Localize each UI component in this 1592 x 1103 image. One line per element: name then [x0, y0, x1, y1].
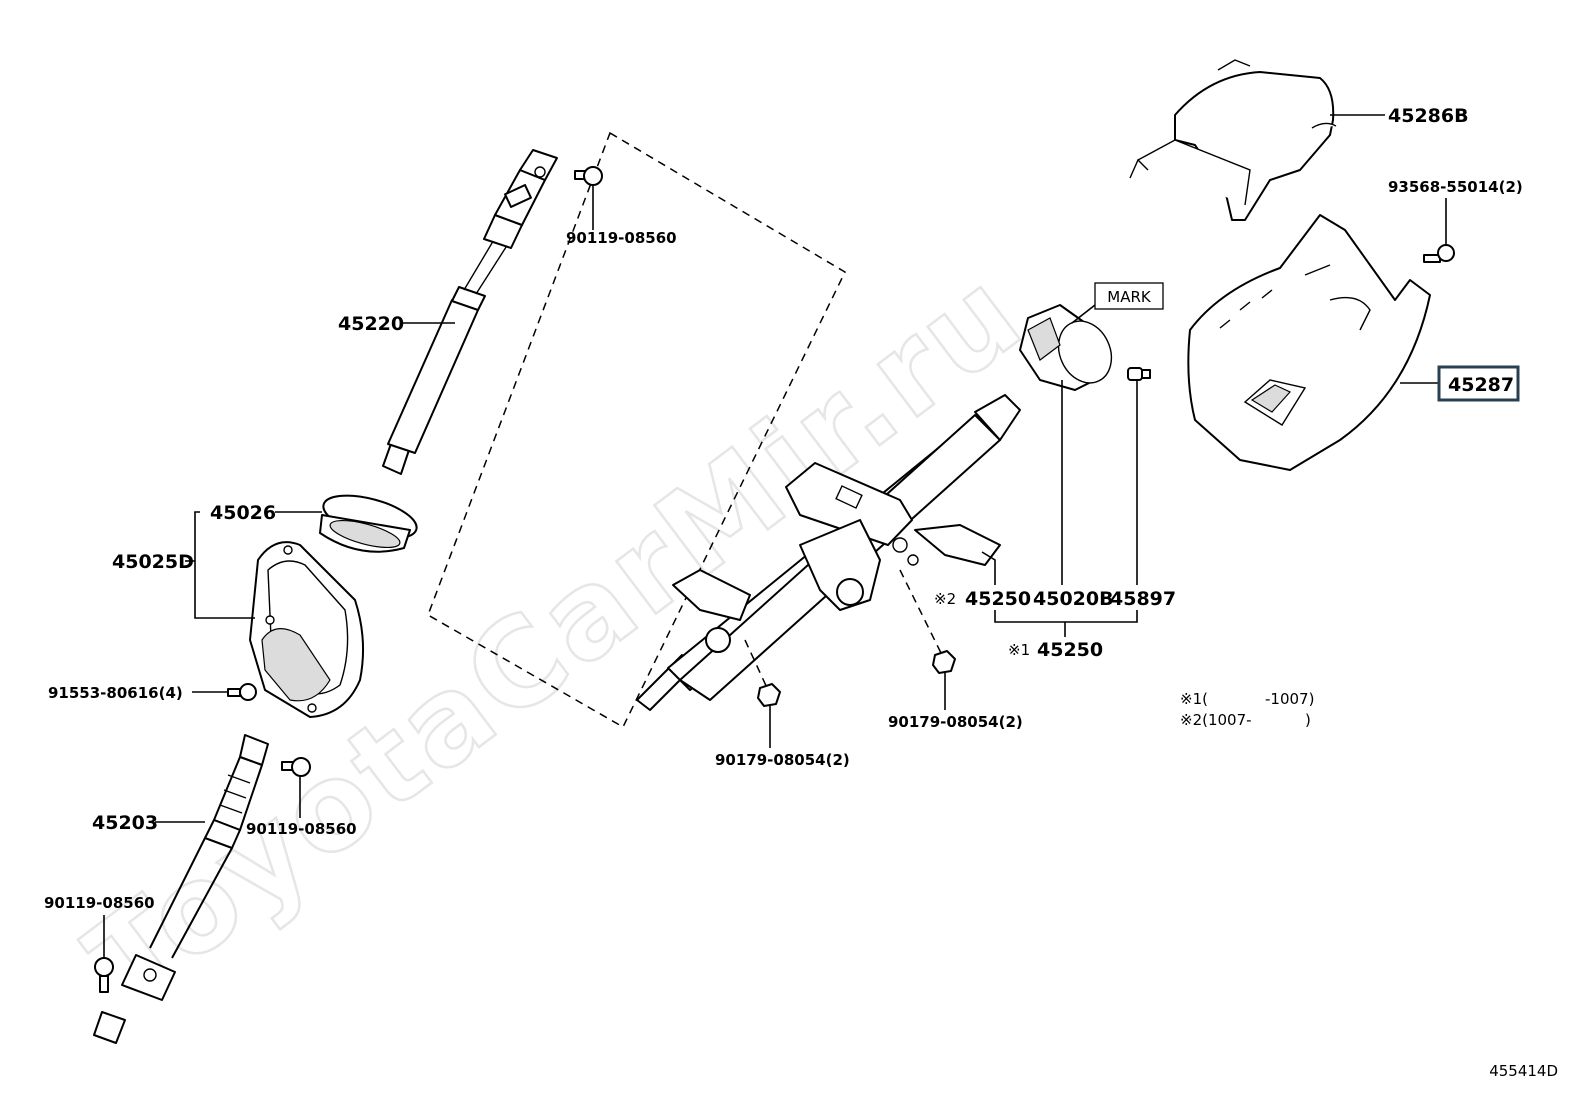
- label-45897[interactable]: 45897: [1110, 588, 1176, 610]
- leader-45250-a: [981, 551, 996, 585]
- marker-2: ※2: [934, 590, 956, 608]
- mark-tag: MARK: [1071, 282, 1164, 324]
- bolt-90119-bottom[interactable]: [94, 957, 114, 993]
- selected-part-highlight: [1437, 365, 1520, 402]
- note-1-value: -1007): [1265, 690, 1314, 708]
- note-1-mark: ※1(: [1180, 690, 1208, 708]
- nut-right-guide: [899, 569, 943, 656]
- label-90119-mid[interactable]: 90119-08560: [246, 820, 357, 838]
- label-90179-left[interactable]: 90179-08054(2): [715, 751, 850, 769]
- label-90119-top[interactable]: 90119-08560: [566, 229, 677, 247]
- nut-left-guide: [744, 639, 769, 691]
- nut-90179-right[interactable]: [932, 650, 956, 674]
- column-cover-lower[interactable]: [1187, 214, 1431, 471]
- label-45220[interactable]: 45220: [338, 313, 404, 335]
- bolt-91553[interactable]: [227, 683, 257, 701]
- label-45286B[interactable]: 45286B: [1388, 105, 1469, 127]
- assembly-boundary: [427, 131, 846, 729]
- column-cover-upper[interactable]: [1129, 59, 1337, 221]
- marker-1: ※1: [1008, 641, 1030, 659]
- label-90179-right[interactable]: 90179-08054(2): [888, 713, 1023, 731]
- column-hole-cover-assy[interactable]: [249, 541, 365, 718]
- note-2-mark: ※2(1007-: [1180, 711, 1252, 729]
- bolt-90119-top[interactable]: [574, 166, 603, 186]
- screw-93568[interactable]: [1423, 244, 1455, 263]
- label-90119-bot[interactable]: 90119-08560: [44, 894, 155, 912]
- watermark: ToyotaCarMir.ru: [64, 243, 1049, 1033]
- label-45025D[interactable]: 45025D: [112, 551, 194, 573]
- label-45203[interactable]: 45203: [92, 812, 158, 834]
- note-2-value: ): [1305, 711, 1311, 729]
- column-hole-cover-seal[interactable]: [319, 487, 421, 553]
- label-45250-a[interactable]: 45250: [965, 588, 1031, 610]
- intermediate-shaft-upper[interactable]: [382, 149, 558, 475]
- bolt-90119-mid[interactable]: [281, 757, 311, 777]
- pin-45897[interactable]: [1127, 367, 1151, 381]
- intermediate-shaft-lower[interactable]: [93, 734, 269, 1044]
- svg-text:MARK: MARK: [1107, 288, 1152, 306]
- bracket-45250-group: [994, 610, 1138, 623]
- diagram-code: 455414D: [1489, 1062, 1558, 1080]
- label-45287[interactable]: 45287: [1448, 374, 1514, 396]
- leader-45025D: [194, 511, 255, 619]
- label-91553[interactable]: 91553-80616(4): [48, 684, 183, 702]
- label-93568[interactable]: 93568-55014(2): [1388, 178, 1523, 196]
- label-45026[interactable]: 45026: [210, 502, 276, 524]
- steering-angle-sensor[interactable]: [1019, 304, 1121, 392]
- nut-90179-left[interactable]: [757, 683, 781, 707]
- label-45020B[interactable]: 45020B: [1033, 588, 1114, 610]
- steering-column-assy[interactable]: [636, 394, 1021, 711]
- label-45250-b[interactable]: 45250: [1037, 639, 1103, 661]
